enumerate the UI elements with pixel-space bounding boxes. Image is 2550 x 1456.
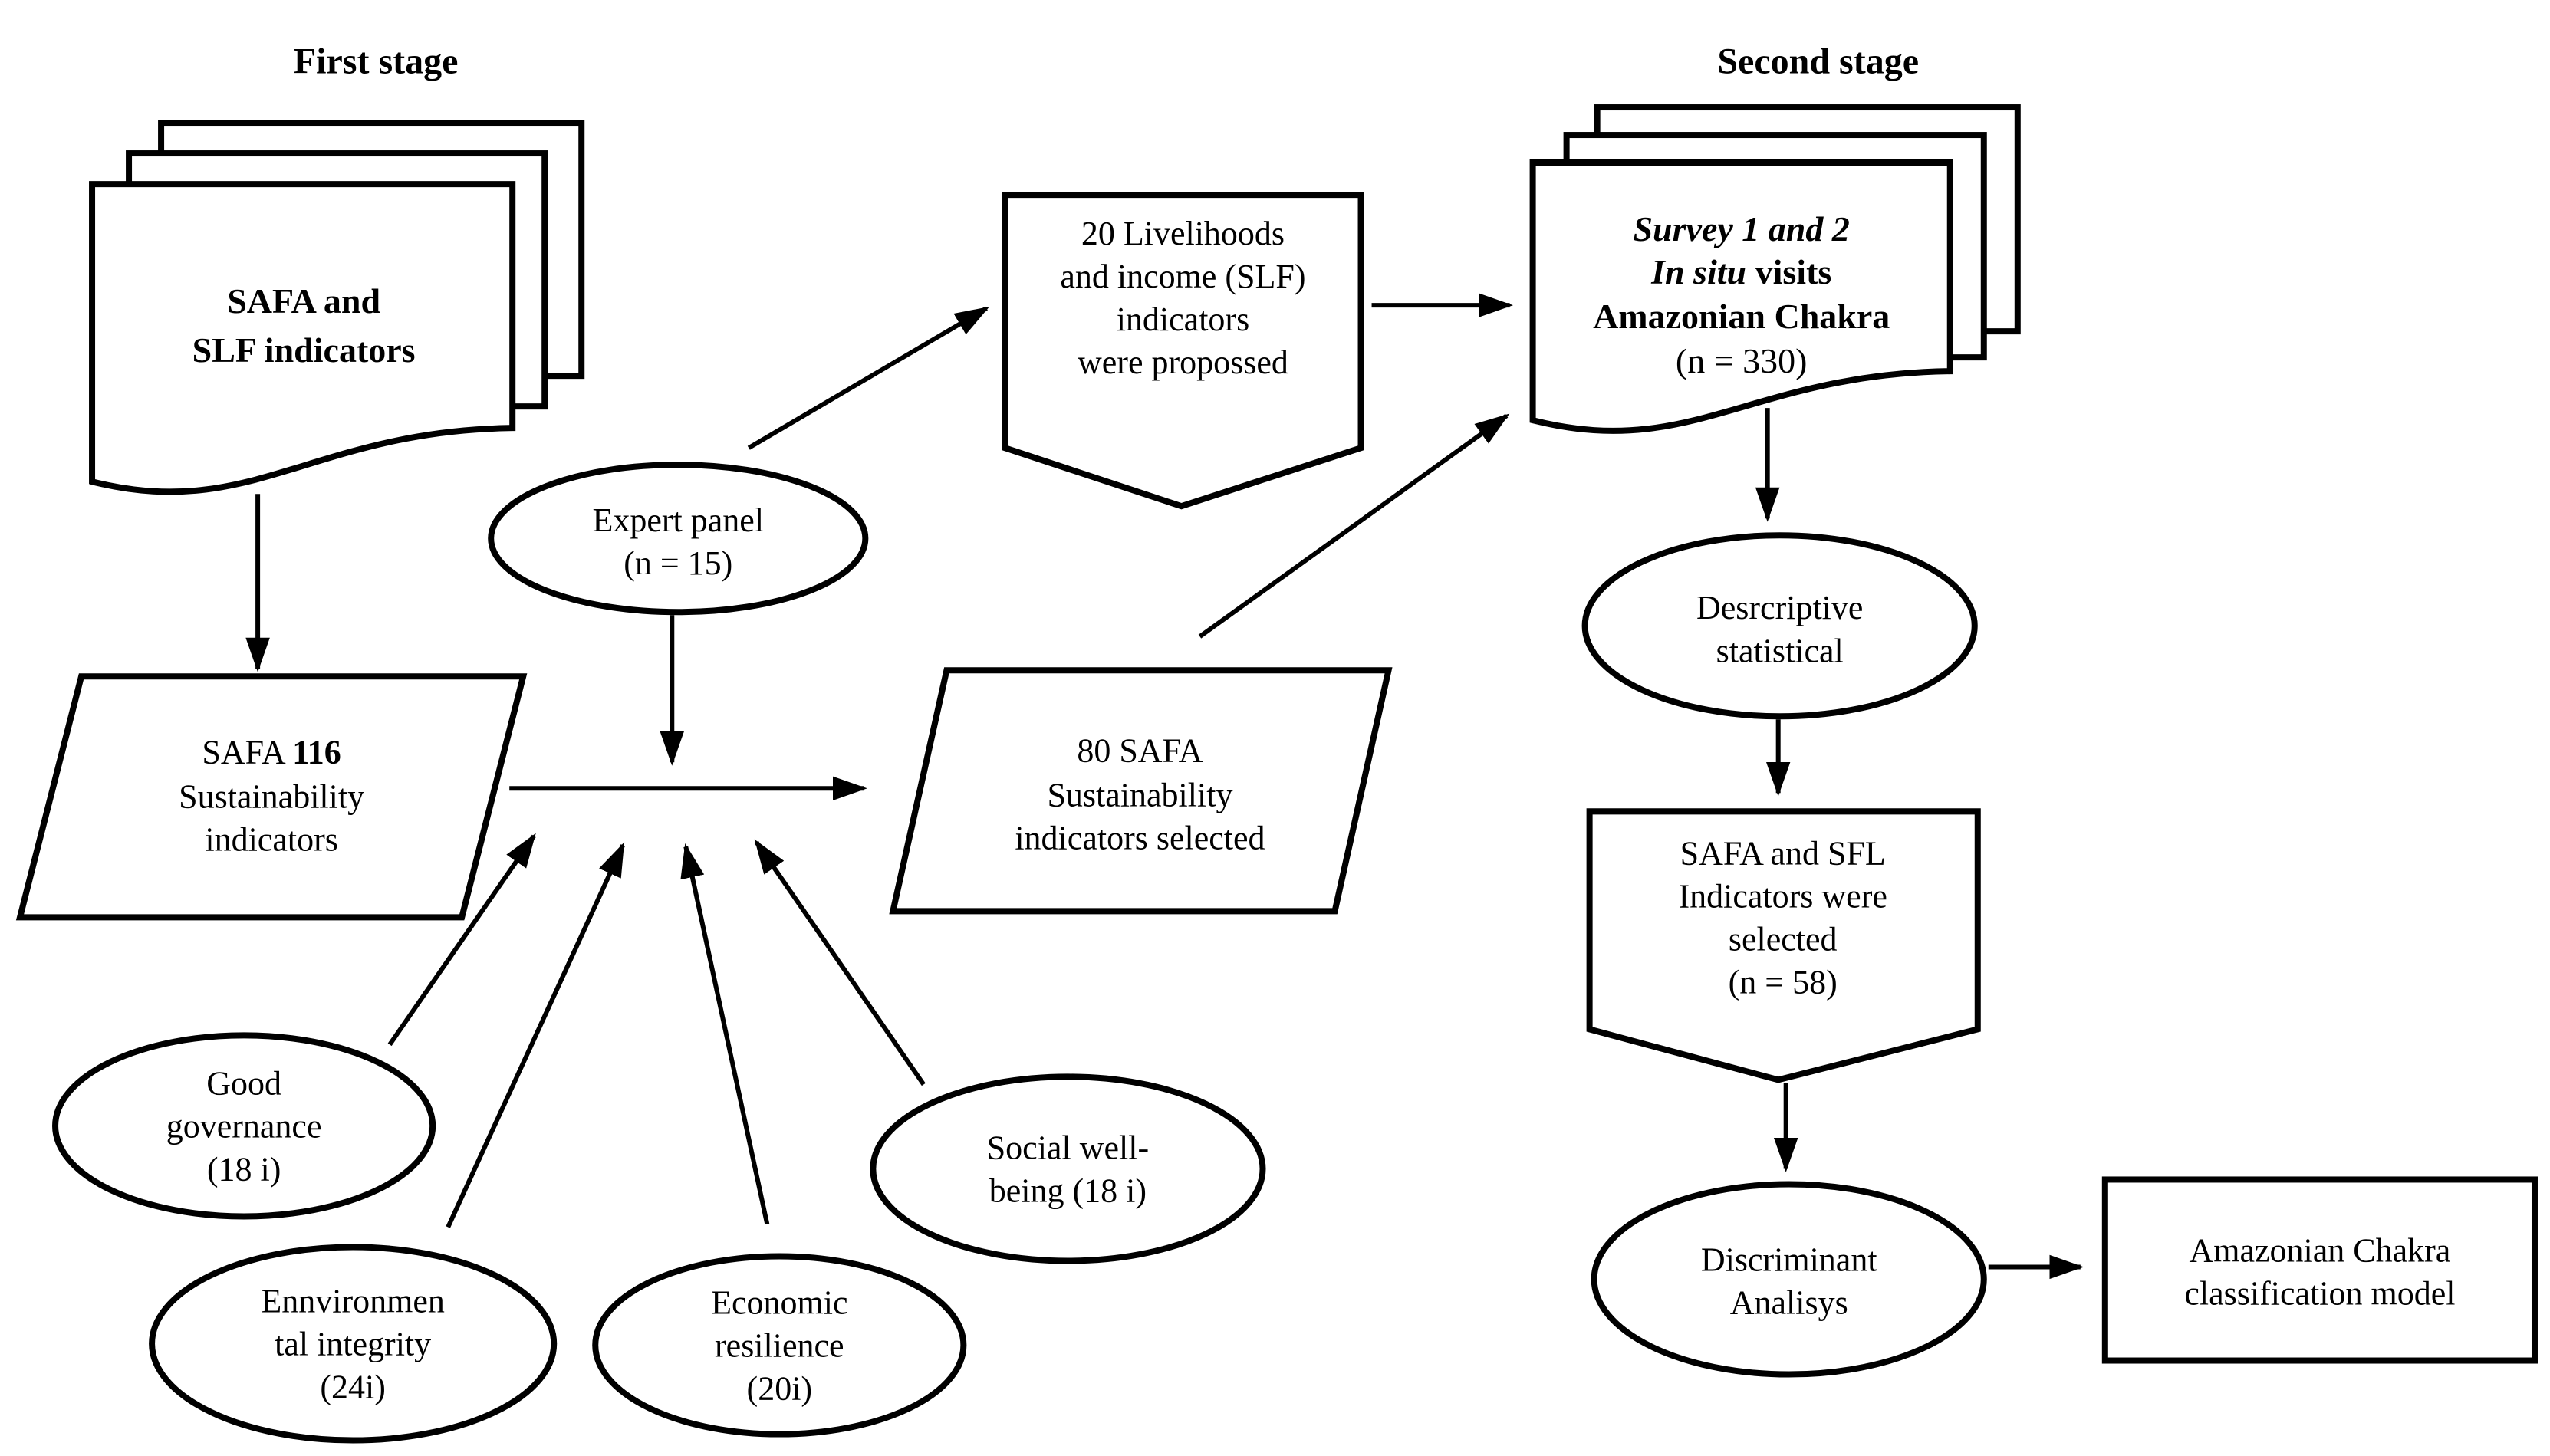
discriminant-ellipse-label-line: Discriminant	[1701, 1241, 1877, 1278]
classification-model-rect-label-line: Amazonian Chakra	[2189, 1231, 2450, 1269]
safa116-parallelogram-shape	[15, 673, 528, 921]
descriptive-ellipse: Desrcriptive statistical	[1581, 532, 1978, 720]
environmental-integrity-ellipse: Ennvironmen tal integrity (24i)	[149, 1244, 558, 1444]
livelihoods-pentagon-label-line: 20 Livelihoods	[1081, 215, 1285, 252]
environmental-integrity-ellipse-label-line: (24i)	[320, 1368, 386, 1405]
economic-resilience-ellipse-label-line: Economic	[711, 1283, 847, 1321]
discriminant-ellipse-label-line: Analisys	[1730, 1283, 1848, 1321]
arrow-expert-to-livelihoods	[747, 306, 990, 450]
survey-documents-label-line: Survey 1 and 2	[1633, 209, 1849, 248]
social-wellbeing-ellipse: Social well-being (18 i)	[870, 1073, 1266, 1264]
economic-resilience-ellipse: Economic resilience (20i)	[592, 1253, 967, 1438]
classification-model-rect-label-line: classification model	[2184, 1274, 2455, 1312]
economic-resilience-ellipse-label-line: resilience	[715, 1326, 844, 1364]
economic-resilience-ellipse-label-line: (20i)	[747, 1369, 813, 1407]
selected-pentagon-label-line: Indicators were	[1678, 877, 1887, 915]
safa116-parallelogram-label-line: Sustainability	[179, 777, 364, 815]
livelihoods-pentagon-shape	[1002, 192, 1364, 510]
livelihoods-pentagon-label-line: indicators	[1117, 301, 1250, 338]
safa-slf-documents-label-line: SAFA and	[227, 281, 380, 320]
selected-pentagon-label-line: (n = 58)	[1729, 963, 1838, 1001]
survey-documents-label-line: (n = 330)	[1676, 341, 1808, 380]
arrow-safa80-to-survey	[1198, 413, 1510, 639]
safa116-parallelogram-label-line: indicators	[205, 820, 338, 858]
survey-documents-front-sheet	[1529, 159, 1953, 434]
good-governance-ellipse-label-line: governance	[166, 1107, 322, 1145]
discriminant-ellipse-shape	[1591, 1181, 1987, 1378]
safa80-parallelogram-shape	[889, 667, 1393, 915]
social-wellbeing-ellipse-label-line: being (18 i)	[989, 1172, 1147, 1209]
safa80-parallelogram-label-line: 80 SAFA	[1077, 731, 1203, 769]
safa80-parallelogram-label-line: Sustainability	[1047, 776, 1232, 813]
selected-pentagon-shape	[1586, 808, 1981, 1083]
good-governance-ellipse-shape	[52, 1032, 436, 1220]
classification-model-rect-shape	[2101, 1176, 2538, 1364]
good-governance-ellipse-label-line: Good	[206, 1064, 281, 1102]
survey-documents-label-line: In situ visits	[1650, 252, 1831, 291]
social-wellbeing-ellipse-shape	[870, 1073, 1266, 1264]
first-stage-label: First stage	[294, 41, 459, 82]
good-governance-ellipse: Good governance (18 i)	[52, 1032, 436, 1220]
arrow-economic-to-junction	[680, 843, 770, 1225]
arrow-goodgov-to-junction	[387, 833, 536, 1047]
environmental-integrity-ellipse-shape	[149, 1244, 558, 1444]
safa80-parallelogram: 80 SAFA Sustainability indicators selected	[889, 667, 1393, 915]
descriptive-ellipse-shape	[1581, 532, 1978, 720]
livelihoods-pentagon: 20 Livelihoods and income (SLF) indicators…	[1002, 192, 1364, 510]
selected-pentagon: SAFA and SFL Indicators were selected (n = …	[1586, 808, 1981, 1083]
classification-model-rect: Amazonian Chakra classification model	[2101, 1176, 2538, 1364]
safa116-parallelogram-label-line: SAFA 116	[202, 733, 341, 771]
expert-panel-ellipse-label-line: (n = 15)	[624, 544, 732, 582]
livelihoods-pentagon-label-line: and income (SLF)	[1060, 258, 1305, 295]
safa-slf-documents-front-sheet	[89, 181, 516, 495]
selected-pentagon-label-line: SAFA and SFL	[1680, 834, 1886, 872]
descriptive-ellipse-label-line: statistical	[1716, 632, 1844, 669]
selected-pentagon-label-line: selected	[1729, 920, 1838, 958]
second-stage-label: Second stage	[1717, 41, 1919, 82]
social-wellbeing-ellipse-label-line: Social well-	[987, 1129, 1149, 1166]
safa80-parallelogram-label-line: indicators selected	[1015, 819, 1265, 856]
survey-documents-label-line: Amazonian Chakra	[1593, 297, 1890, 336]
arrow-environment-to-junction	[446, 842, 625, 1228]
expert-panel-ellipse: Expert panel (n = 15)	[488, 462, 869, 616]
expert-panel-ellipse-shape	[488, 462, 869, 616]
good-governance-ellipse-label-line: (18 i)	[207, 1150, 281, 1188]
safa-slf-documents-label-line: SLF indicators	[192, 330, 416, 370]
environmental-integrity-ellipse-label-line: Ennvironmen	[261, 1282, 445, 1320]
environmental-integrity-ellipse-label-line: tal integrity	[275, 1325, 431, 1362]
descriptive-ellipse-label-line: Desrcriptive	[1696, 589, 1863, 626]
arrow-social-to-junction	[754, 839, 926, 1086]
expert-panel-ellipse-label-line: Expert panel	[592, 501, 764, 539]
livelihoods-pentagon-label-line: were propossed	[1078, 343, 1288, 381]
economic-resilience-ellipse-shape	[592, 1253, 967, 1438]
